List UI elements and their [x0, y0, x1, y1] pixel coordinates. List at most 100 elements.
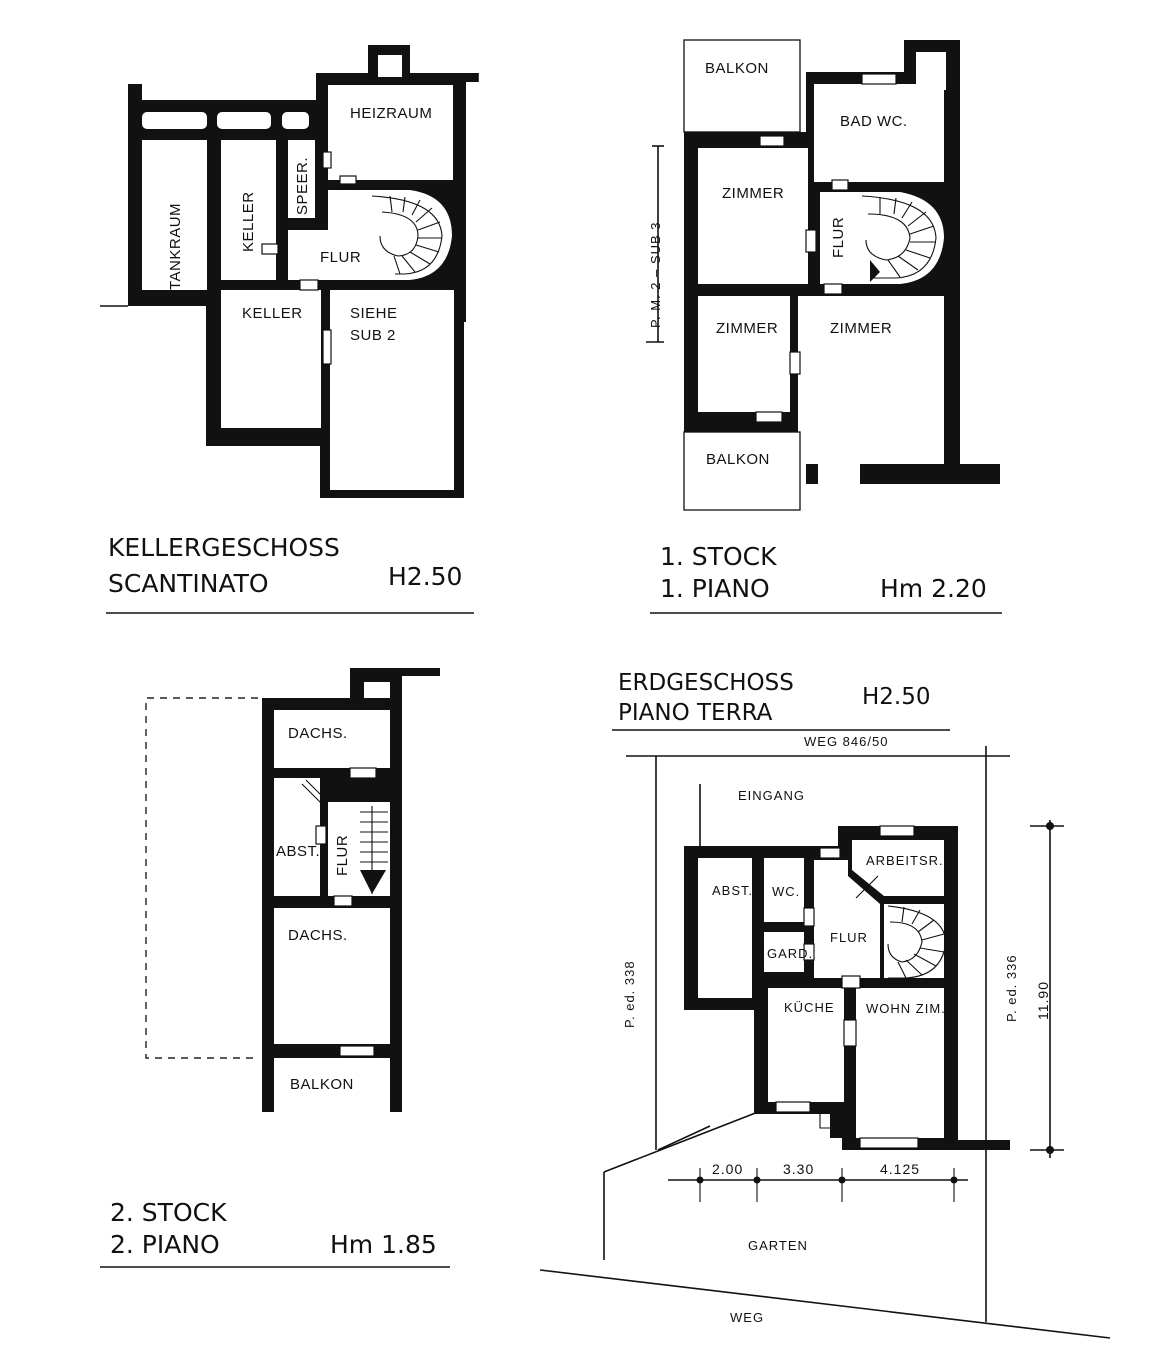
stock1-door-balkon-bottom: [755, 411, 783, 423]
stock1-spiral-stair: [861, 195, 937, 282]
erd-window-kueche: [775, 1101, 811, 1113]
erd-door-wc: [803, 907, 815, 927]
label-arbeitsr: ARBEITSR.: [866, 853, 944, 868]
label-flur-stock1: FLUR: [830, 217, 847, 258]
label-balkon-stock2: BALKON: [290, 1076, 354, 1093]
label-garten: GARTEN: [748, 1238, 808, 1253]
room-gard: [764, 932, 804, 972]
label-flur-stock2: FLUR: [334, 835, 351, 876]
dim-width-1: 2.00: [712, 1161, 743, 1177]
stock2-door-balkon: [339, 1045, 375, 1057]
title-kellergeschoss: KELLERGESCHOSS: [108, 533, 340, 562]
label-keller-b: KELLER: [242, 305, 303, 322]
label-sub2: SUB 2: [350, 327, 396, 344]
label-weg-top: WEG 846/50: [804, 734, 888, 749]
keller-door-b: [299, 279, 319, 291]
room-wohnzim: [856, 988, 944, 1138]
room-zimmer-b: [698, 296, 790, 412]
label-ped-338: P. ed. 338: [622, 960, 637, 1028]
room-speer: [288, 140, 315, 218]
site-boundary-bottom: [539, 1269, 1111, 1339]
label-pm2-sub3: P. M. 2 – SUB 3: [648, 221, 663, 328]
label-dachs-top: DACHS.: [288, 725, 348, 742]
label-speer: SPEER.: [294, 157, 311, 215]
title-piano-terra: PIANO TERRA: [618, 700, 773, 726]
label-zimmer-b: ZIMMER: [716, 320, 778, 337]
room-flur-stock2: [328, 802, 356, 896]
stock2-door-dachs-mid: [333, 895, 353, 907]
stock1-door-balkon: [759, 135, 785, 147]
dim-total-depth: 11.90: [1035, 981, 1051, 1020]
erd-door-entrance: [819, 847, 841, 859]
height-stock1: Hm 2.20: [880, 574, 987, 603]
stock1-door-bad: [831, 179, 849, 191]
erd-spiral-stair: [887, 905, 947, 979]
room-keller-b: [221, 290, 321, 428]
stock1-plan: P. M. 2 – SUB 3 BALKON BAD WC. ZIMMER FL…: [646, 39, 1002, 614]
erd-door-gard: [803, 943, 815, 961]
title-piano1: 1. PIANO: [660, 574, 770, 603]
stock2-diag-door: [301, 779, 329, 807]
erd-door-arbeitsr: [855, 875, 879, 899]
stock1-shaft: [916, 52, 946, 90]
room-dachs-mid: [274, 908, 390, 1044]
label-wc: WC.: [772, 884, 800, 899]
keller-shaft-2: [217, 112, 271, 129]
title-scantinato: SCANTINATO: [108, 569, 269, 598]
label-weg-bottom: WEG: [730, 1310, 764, 1325]
label-gard: GARD.: [767, 946, 813, 961]
label-ped-336: P. ed. 336: [1004, 954, 1019, 1022]
title-erdgeschoss: ERDGESCHOSS: [618, 670, 794, 696]
keller-door-a: [261, 243, 279, 255]
title-stock2: 2. STOCK: [110, 1198, 227, 1227]
keller-chimney: [378, 55, 402, 77]
room-tankraum: [142, 140, 207, 290]
keller-door-c: [322, 329, 332, 365]
label-eingang: EINGANG: [738, 788, 805, 803]
label-balkon-top: BALKON: [705, 60, 769, 77]
stock1-window-bad: [861, 73, 897, 85]
room-wc: [764, 858, 804, 922]
stock2-door-abst: [315, 825, 327, 845]
erd-door-wohn: [841, 975, 861, 989]
keller-spiral-stair: [371, 195, 443, 275]
height-keller: H2.50: [388, 562, 462, 591]
title-stock1: 1. STOCK: [660, 542, 777, 571]
erdgeschoss-plan: ERDGESCHOSS PIANO TERRA H2.50 WEG 846/50: [539, 670, 1111, 1339]
room-keller-a: [221, 140, 276, 280]
room-abst-erd: [698, 858, 752, 998]
stock1-door-zimmer-a: [805, 229, 817, 253]
room-heizraum: [328, 85, 453, 180]
room-abst: [274, 778, 320, 896]
label-abst-erd: ABST.: [712, 883, 753, 898]
stock1-window-bottom: [818, 464, 860, 484]
room-arbeitsr: [852, 840, 944, 896]
dim-width-2: 3.30: [783, 1161, 814, 1177]
room-flur-stock1: [820, 192, 944, 284]
keller-shaft-3: [282, 112, 309, 129]
stock1-door-zimmer-c: [823, 283, 843, 295]
stock2-dashed-outline: [145, 697, 258, 1059]
title-piano2: 2. PIANO: [110, 1230, 220, 1259]
label-tankraum: TANKRAUM: [167, 203, 184, 290]
height-stock2: Hm 1.85: [330, 1230, 437, 1259]
stock2-door-dachs: [349, 767, 377, 779]
label-dachs-mid: DACHS.: [288, 927, 348, 944]
label-abst-stock2: ABST.: [276, 843, 320, 860]
balkon-top-outline: [683, 39, 801, 133]
stock1-door-zimmer-b: [789, 351, 801, 375]
label-siehe: SIEHE: [350, 305, 398, 322]
room-siehe-sub2: [330, 290, 454, 490]
keller-shaft-1: [142, 112, 207, 129]
stock2-plan: DACHS. ABST. FLUR DACHS. BALKON 2. STOCK…: [100, 668, 450, 1268]
room-flur-erd: [814, 860, 880, 978]
erd-window-wohn: [859, 1137, 919, 1149]
label-zimmer-a: ZIMMER: [722, 185, 784, 202]
keller-door-heiz: [339, 175, 357, 185]
label-flur-keller: FLUR: [320, 249, 361, 266]
label-kueche: KÜCHE: [784, 1000, 835, 1015]
room-zimmer-c: [798, 296, 944, 464]
stock2-stair: [360, 806, 388, 894]
